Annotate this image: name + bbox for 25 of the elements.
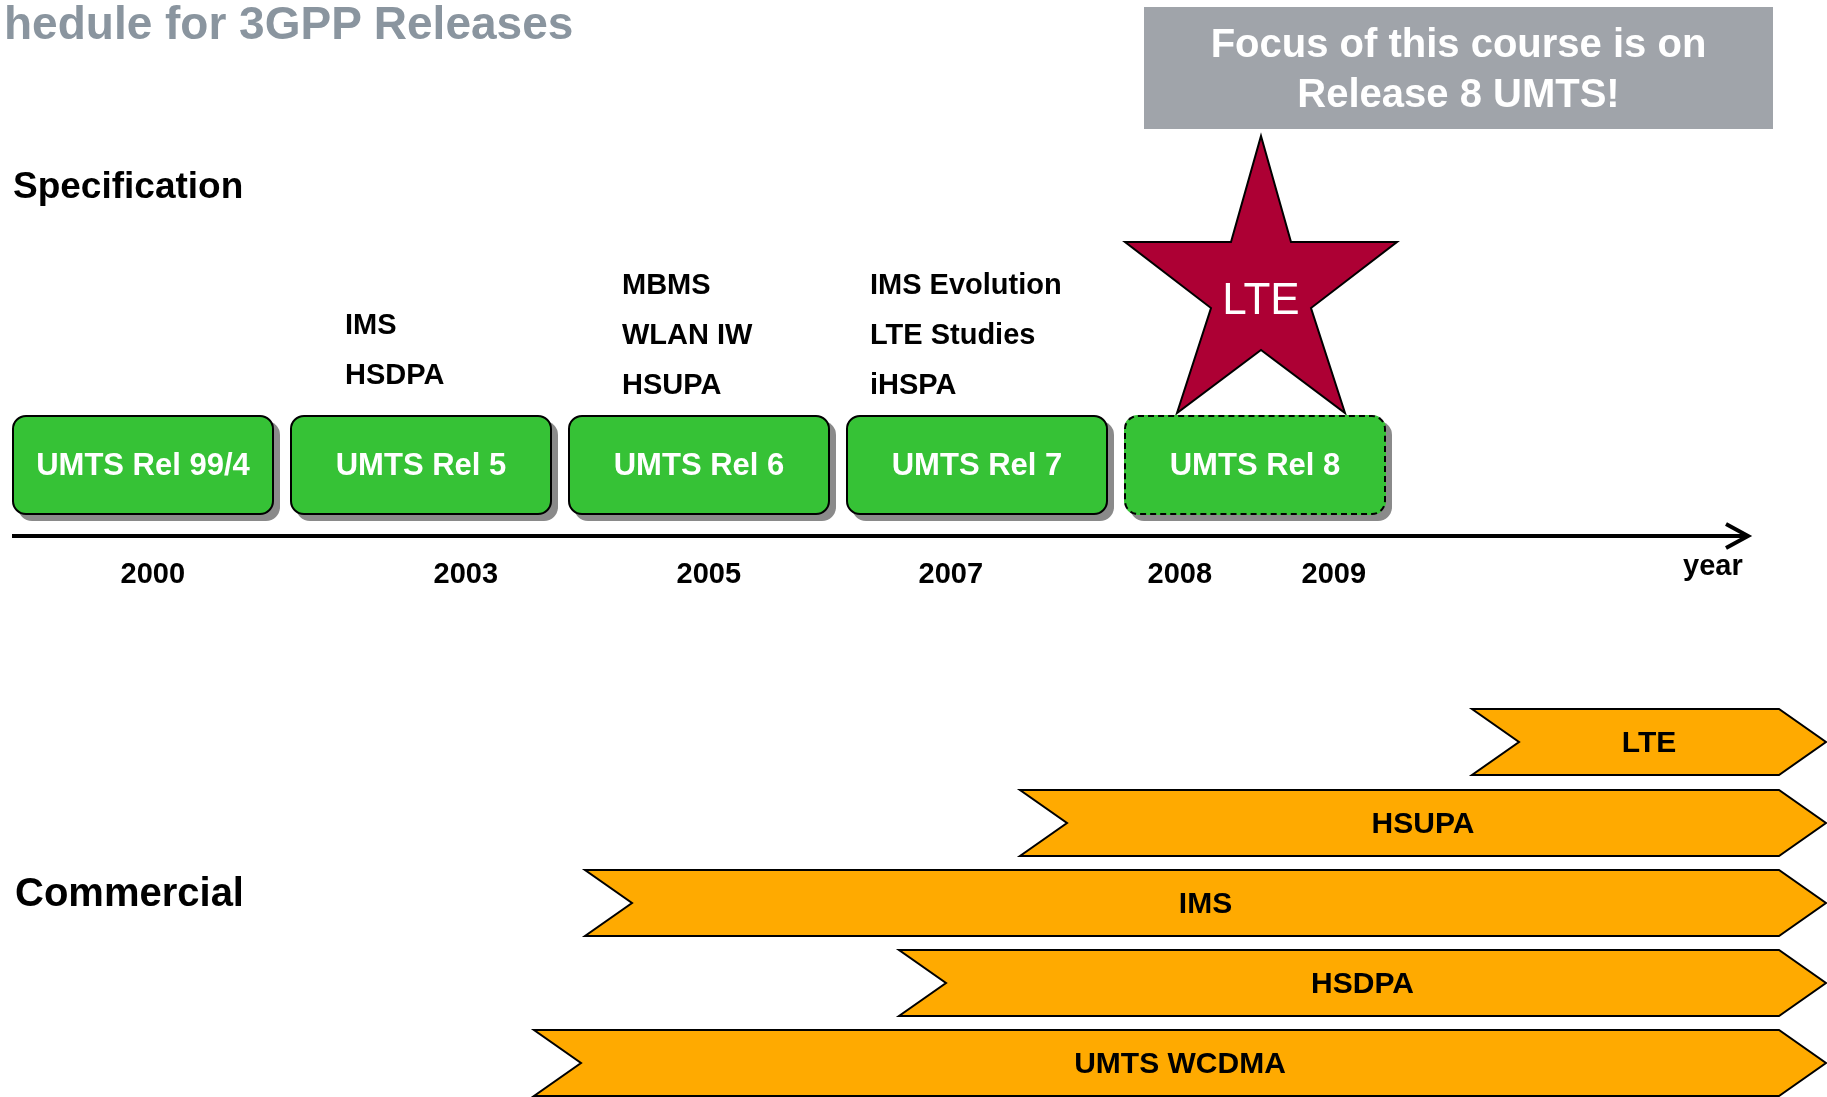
year-label: 2000 (120, 557, 185, 590)
chevron-bar: HSDPA (898, 949, 1827, 1017)
chevron-bar: IMS (584, 869, 1827, 937)
slide-title: hedule for 3GPP Releases (4, 0, 574, 50)
feature-text: WLAN IW (622, 318, 753, 351)
feature-text: IMS Evolution (870, 268, 1062, 301)
star-shape: LTE (1122, 134, 1400, 415)
axis-label: year (1683, 549, 1743, 582)
year-label: 2007 (918, 557, 983, 590)
chevron-bar: LTE (1471, 708, 1827, 776)
chevron-bar: HSUPA (1019, 789, 1827, 857)
feature-text: LTE Studies (870, 318, 1036, 351)
feature-text: HSUPA (622, 368, 722, 401)
feature-text: MBMS (622, 268, 711, 301)
callout-box: Focus of this course is on Release 8 UMTS! (1144, 7, 1773, 129)
feature-text: iHSPA (870, 368, 957, 401)
year-label: 2008 (1147, 557, 1212, 590)
section-heading: Specification (13, 165, 244, 207)
year-label: 2009 (1301, 557, 1366, 590)
year-label: 2003 (433, 557, 498, 590)
chevron-bar: UMTS WCDMA (533, 1029, 1827, 1097)
section-heading: Commercial (15, 870, 244, 915)
year-label: 2005 (676, 557, 741, 590)
feature-text: HSDPA (345, 358, 445, 391)
feature-text: IMS (345, 308, 397, 341)
